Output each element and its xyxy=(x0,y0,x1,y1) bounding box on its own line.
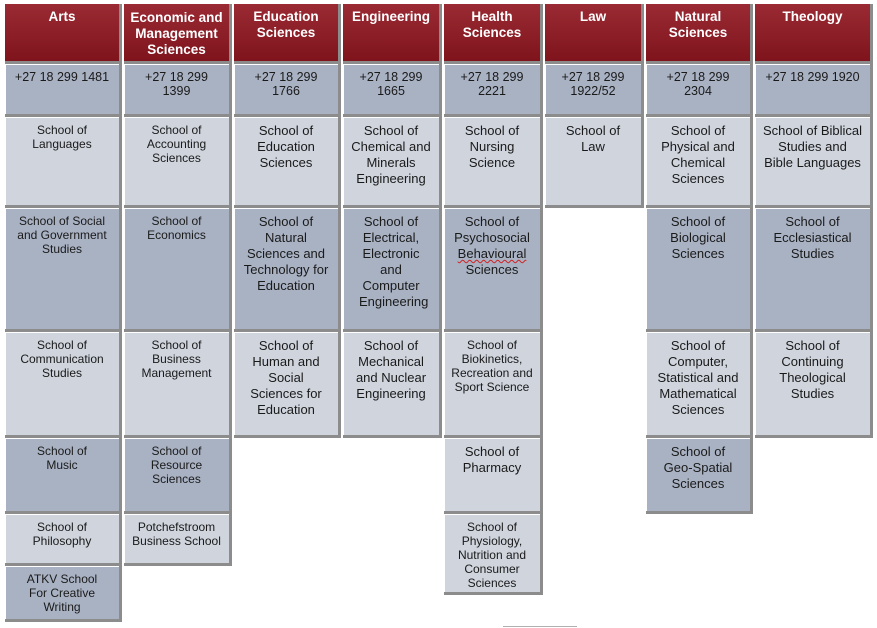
econ-school-economics: School of Economics xyxy=(124,208,232,332)
law-school-law: School of Law xyxy=(545,117,644,208)
arts-school-languages: School of Languages xyxy=(5,117,122,208)
header-arts: Arts xyxy=(5,4,122,64)
nat-school-computer-statistical-mathematical: School of Computer, Statistical and Math… xyxy=(646,332,753,438)
health-school-psychosocial-line2: Behavioural xyxy=(457,246,527,261)
edu-school-natural-technology: School of Natural Sciences and Technolog… xyxy=(234,208,341,332)
theo-school-biblical: School of Biblical Studies and Bible Lan… xyxy=(755,117,873,208)
health-school-biokinetics: School of Biokinetics, Recreation and Sp… xyxy=(444,332,543,438)
phone-edu: +27 18 299 1766 xyxy=(234,64,341,117)
phone-arts: +27 18 299 1481 xyxy=(5,64,122,117)
health-school-psychosocial: School of Psychosocial Behavioural Scien… xyxy=(444,208,543,332)
phone-econ: +27 18 299 1399 xyxy=(124,64,232,117)
phone-eng: +27 18 299 1665 xyxy=(343,64,442,117)
phone-law: +27 18 299 1922/52 xyxy=(545,64,644,117)
bottom-divider xyxy=(503,626,577,627)
header-theo: Theology xyxy=(755,4,873,64)
edu-school-human-social: School of Human and Social Sciences for … xyxy=(234,332,341,438)
phone-theo: +27 18 299 1920 xyxy=(755,64,873,117)
health-school-psychosocial-line1: School of Psychosocial xyxy=(454,214,530,245)
nat-school-biological: School of Biological Sciences xyxy=(646,208,753,332)
eng-school-chemical-minerals: School of Chemical and Minerals Engineer… xyxy=(343,117,442,208)
phone-health: +27 18 299 2221 xyxy=(444,64,543,117)
edu-school-education: School of Education Sciences xyxy=(234,117,341,208)
arts-school-philosophy: School of Philosophy xyxy=(5,514,122,566)
arts-school-communication: School of Communication Studies xyxy=(5,332,122,438)
eng-school-electrical: School of Electrical, Electronic and Com… xyxy=(343,208,442,332)
header-health: Health Sciences xyxy=(444,4,543,64)
nat-school-physical-chemical: School of Physical and Chemical Sciences xyxy=(646,117,753,208)
health-school-nursing: School of Nursing Science xyxy=(444,117,543,208)
arts-school-music: School of Music xyxy=(5,438,122,514)
arts-school-social-government: School of Social and Government Studies xyxy=(5,208,122,332)
theo-school-ecclesiastical: School of Ecclesiastical Studies xyxy=(755,208,873,332)
header-eng: Engineering xyxy=(343,4,442,64)
arts-school-atkv: ATKV School For Creative Writing xyxy=(5,566,122,622)
header-edu: Education Sciences xyxy=(234,4,341,64)
header-econ: Economic and Management Sciences xyxy=(124,4,232,64)
econ-potchefstroom-business-school: Potchefstroom Business School xyxy=(124,514,232,566)
health-school-pharmacy: School of Pharmacy xyxy=(444,438,543,514)
health-school-psychosocial-line3: Sciences xyxy=(465,262,519,277)
econ-school-resource: School of Resource Sciences xyxy=(124,438,232,514)
header-law: Law xyxy=(545,4,644,64)
theo-school-continuing-theological: School of Continuing Theological Studies xyxy=(755,332,873,438)
nat-school-geo-spatial: School of Geo-Spatial Sciences xyxy=(646,438,753,514)
econ-school-business-management: School of Business Management xyxy=(124,332,232,438)
health-school-physiology: School of Physiology, Nutrition and Cons… xyxy=(444,514,543,595)
phone-nat: +27 18 299 2304 xyxy=(646,64,753,117)
eng-school-mechanical-nuclear: School of Mechanical and Nuclear Enginee… xyxy=(343,332,442,438)
header-nat: Natural Sciences xyxy=(646,4,753,64)
econ-school-accounting: School of Accounting Sciences xyxy=(124,117,232,208)
